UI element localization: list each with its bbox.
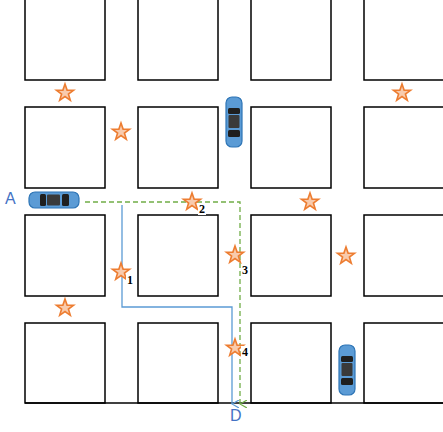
blue-route: [122, 205, 232, 404]
city-blocks: [25, 0, 443, 403]
callout-number: 3: [241, 264, 249, 276]
point-label: D: [229, 408, 243, 424]
cars: [29, 97, 355, 395]
routes: [85, 202, 240, 404]
green-route: [85, 202, 240, 404]
callout-number: 4: [241, 346, 249, 358]
callout-number: 1: [126, 274, 134, 286]
stars: [56, 84, 410, 355]
callout-number: 2: [198, 203, 206, 215]
point-label: A: [4, 191, 17, 207]
